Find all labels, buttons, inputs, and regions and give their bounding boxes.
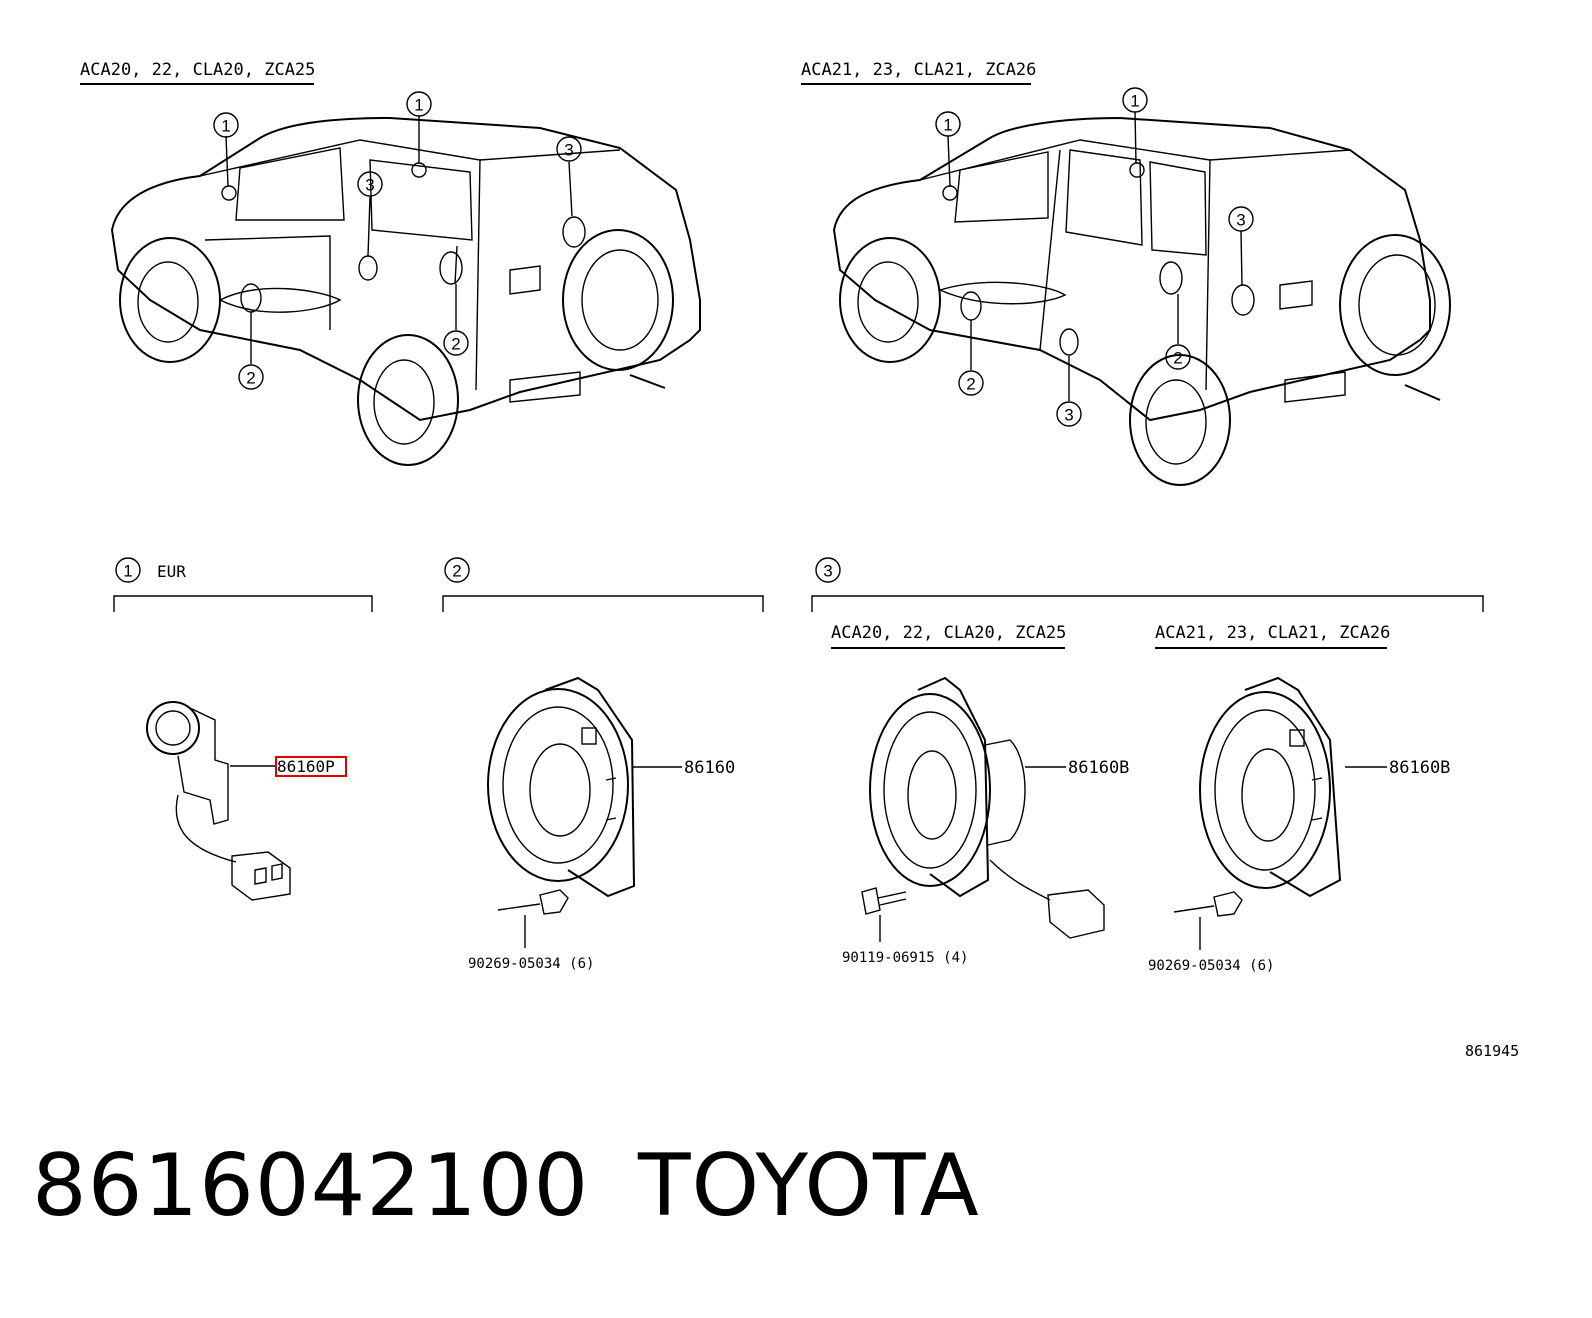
brand-name: TOYOTA — [638, 1136, 980, 1236]
callout-1: 1 — [943, 116, 952, 135]
illustration-code: 861945 — [1465, 1042, 1519, 1060]
part-label-front-speaker[interactable]: 86160 — [684, 758, 735, 778]
variant-label-right: ACA21, 23, CLA21, ZCA26 — [801, 60, 1036, 80]
callout-2: 2 — [966, 375, 975, 394]
part-number: 8616042100 — [32, 1136, 590, 1236]
callout-2: 2 — [451, 335, 460, 354]
callout-1: 1 — [414, 96, 423, 115]
part-label-rear-speaker-b[interactable]: 86160B — [1389, 758, 1450, 778]
callout-3: 3 — [1236, 211, 1245, 230]
callout-2: 2 — [246, 369, 255, 388]
callout-1: 1 — [221, 117, 230, 136]
callout-2: 2 — [1173, 349, 1182, 368]
callout-3: 3 — [564, 141, 573, 160]
group-2-callout: 2 — [452, 562, 461, 581]
group-3-callout: 3 — [823, 562, 832, 581]
part-label-rivet-a[interactable]: 90269-05034 (6) — [468, 956, 594, 972]
part-label-bolt[interactable]: 90119-06915 (4) — [842, 950, 968, 966]
callout-1: 1 — [1130, 92, 1139, 111]
highlight-box — [275, 756, 347, 777]
group-1-tweeter: 1 EUR 86160P — [113, 557, 373, 901]
variant-label-left: ACA20, 22, CLA20, ZCA25 — [80, 60, 315, 80]
group-1-callout: 1 — [123, 562, 132, 581]
part-label-rivet-b[interactable]: 90269-05034 (6) — [1148, 958, 1274, 974]
group-2-front-speaker: 2 86160 90269-05034 (6) — [442, 557, 764, 972]
group-3-variant-left: ACA20, 22, CLA20, ZCA25 — [831, 623, 1066, 643]
callout-3: 3 — [1064, 406, 1073, 425]
group-3-variant-right: ACA21, 23, CLA21, ZCA26 — [1155, 623, 1390, 643]
group-1-region: EUR — [157, 562, 186, 581]
part-label-rear-speaker-a[interactable]: 86160B — [1068, 758, 1129, 778]
group-3-rear-speakers: 3 ACA20, 22, CLA20, ZCA25 ACA21, 23, CLA… — [811, 557, 1484, 974]
vehicle-3door-illustration: ACA20, 22, CLA20, ZCA25 — [80, 60, 701, 466]
callout-3: 3 — [365, 176, 374, 195]
part-label-tweeter[interactable]: 86160P — [277, 757, 335, 776]
vehicle-5door-illustration: ACA21, 23, CLA21, ZCA26 1 1 3 2 — [801, 60, 1451, 486]
